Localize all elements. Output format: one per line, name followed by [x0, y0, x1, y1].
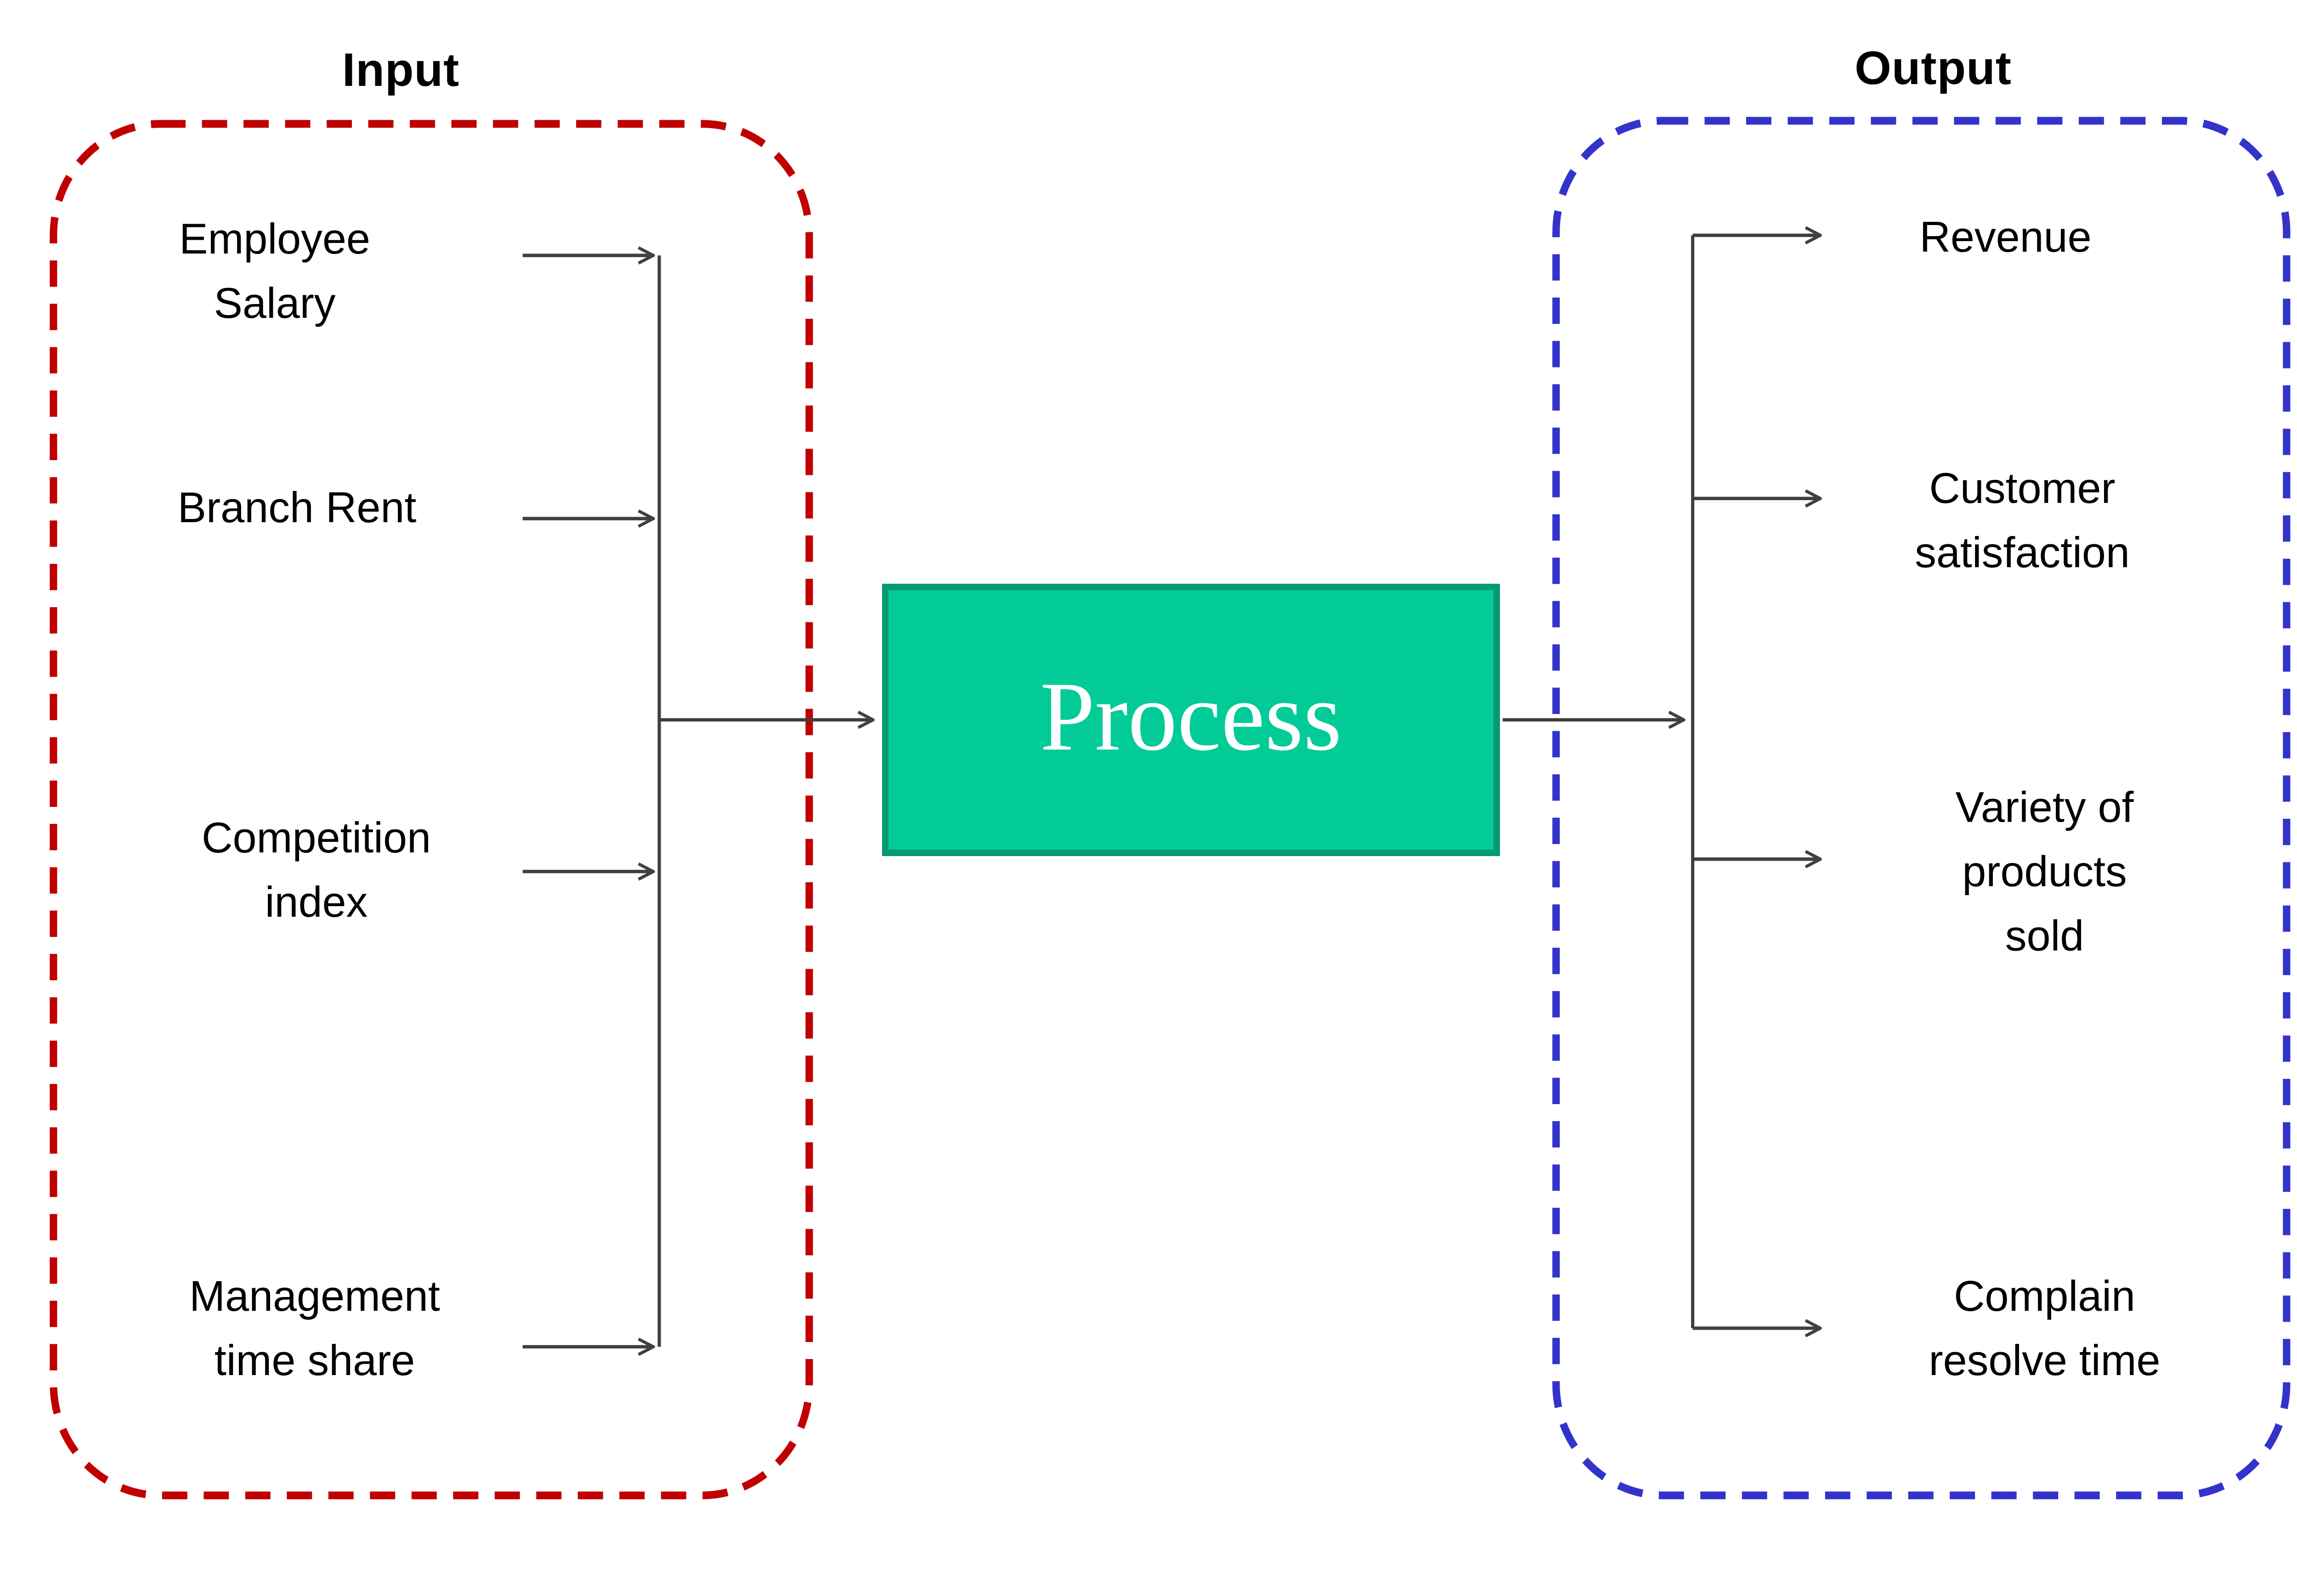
input-label-management-time-share: Management time share [189, 1271, 440, 1384]
output-title: Output [1855, 41, 2012, 95]
input-title: Input [342, 43, 460, 96]
connector-group [522, 235, 1821, 1347]
input-label-employee-salary: Employee Salary [179, 214, 370, 327]
output-label-customer-satisfaction: Customer satisfaction [1915, 463, 2130, 576]
output-dashed-border [1552, 117, 2291, 1500]
process-label: Process [1040, 661, 1342, 771]
output-label-complain-resolve-time: Complain resolve time [1929, 1271, 2161, 1384]
output-label-revenue: Revenue [1919, 212, 2092, 261]
input-dashed-border [50, 120, 813, 1500]
input-label-branch-rent: Branch Rent [177, 483, 417, 532]
input-label-competition-index: Competition index [202, 813, 431, 926]
process-box: Process [882, 583, 1500, 856]
output-label-variety-products-sold: Variety of products sold [1955, 783, 2134, 960]
